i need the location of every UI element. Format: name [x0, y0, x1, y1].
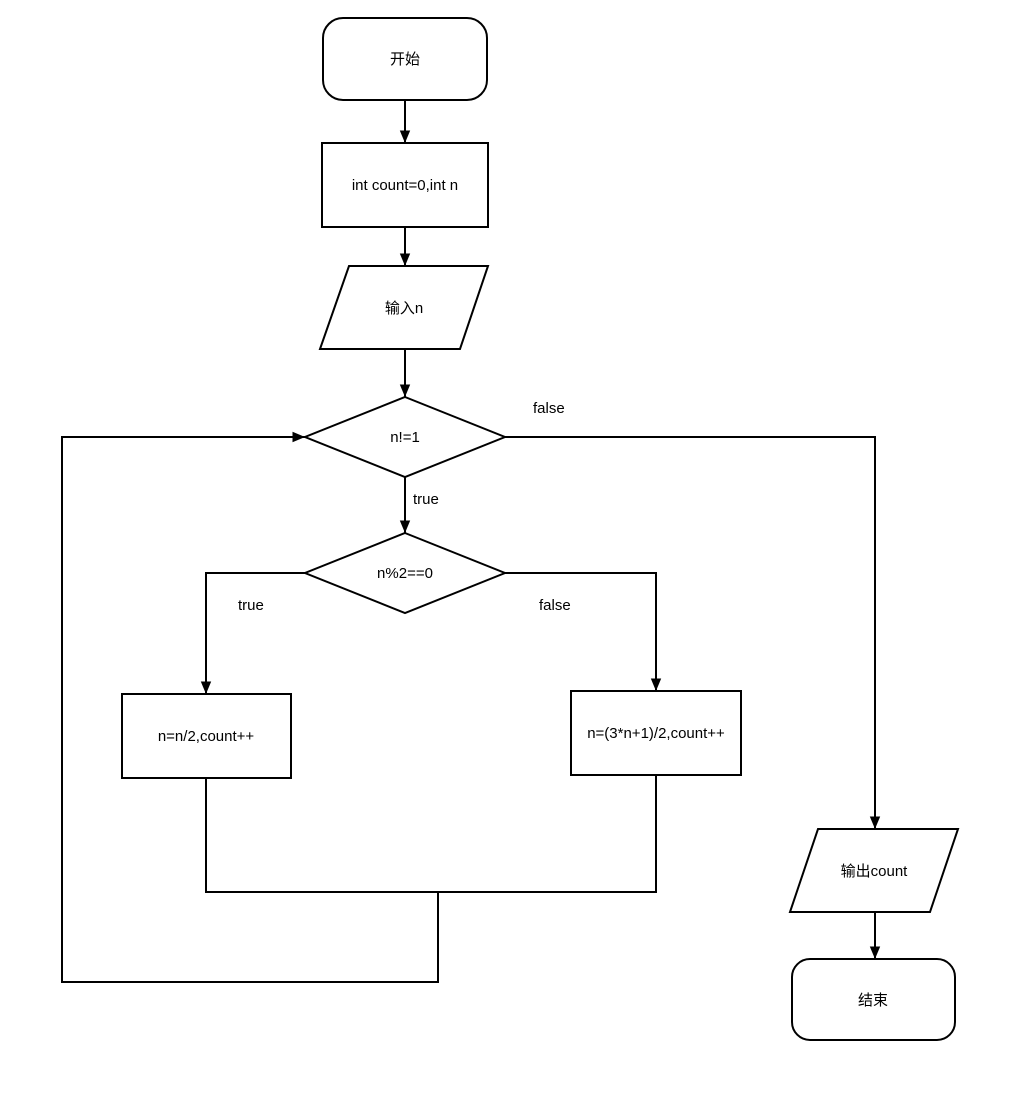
node-cond-loop: n!=1 [302, 395, 508, 479]
even-branch-process-shape [121, 693, 292, 779]
edge-merge-loopback-to-cond-loop [61, 431, 439, 983]
edge-label-parity-false: false [539, 597, 571, 614]
cond-parity-decision-shape [302, 531, 508, 615]
node-cond-parity: n%2==0 [302, 531, 508, 615]
node-even-branch: n=n/2,count++ [121, 693, 292, 779]
node-output: 输出count [788, 828, 960, 913]
even-branch-label: n=n/2,count++ [158, 728, 255, 745]
edge-even-to-merge [205, 778, 438, 893]
odd-branch-label: n=(3*n+1)/2,count++ [587, 725, 725, 742]
node-end: 结束 [791, 958, 956, 1041]
edge-cond-parity-true-to-even [200, 572, 305, 694]
init-process-shape [321, 142, 489, 228]
edge-cond-parity-false-to-odd [505, 572, 662, 691]
node-init: int count=0,int n [321, 142, 489, 228]
init-label: int count=0,int n [352, 177, 458, 194]
edge-labels: true false true false [238, 400, 571, 614]
start-label: 开始 [390, 51, 420, 68]
input-parallelogram-shape [318, 265, 490, 350]
edge-label-parity-true: true [238, 597, 264, 614]
output-label: 输出count [841, 863, 909, 880]
start-terminator-shape [322, 17, 488, 101]
edge-label-loop-false: false [533, 400, 565, 417]
nodes: 开始 int count=0,int n 输入n n!=1 n%2==0 [121, 17, 960, 1041]
node-start: 开始 [322, 17, 488, 101]
output-parallelogram-shape [788, 828, 960, 913]
edges [61, 100, 881, 983]
odd-branch-process-shape [570, 690, 742, 776]
end-terminator-shape [791, 958, 956, 1041]
node-input: 输入n [318, 265, 490, 350]
cond-loop-decision-shape [302, 395, 508, 479]
edge-odd-to-merge [438, 775, 657, 893]
cond-loop-label: n!=1 [390, 429, 420, 446]
edge-label-loop-true: true [413, 491, 439, 508]
end-label: 结束 [858, 992, 888, 1009]
edge-cond-loop-false-to-output [505, 436, 881, 829]
node-odd-branch: n=(3*n+1)/2,count++ [570, 690, 742, 776]
input-label: 输入n [385, 300, 423, 317]
cond-parity-label: n%2==0 [377, 565, 433, 582]
